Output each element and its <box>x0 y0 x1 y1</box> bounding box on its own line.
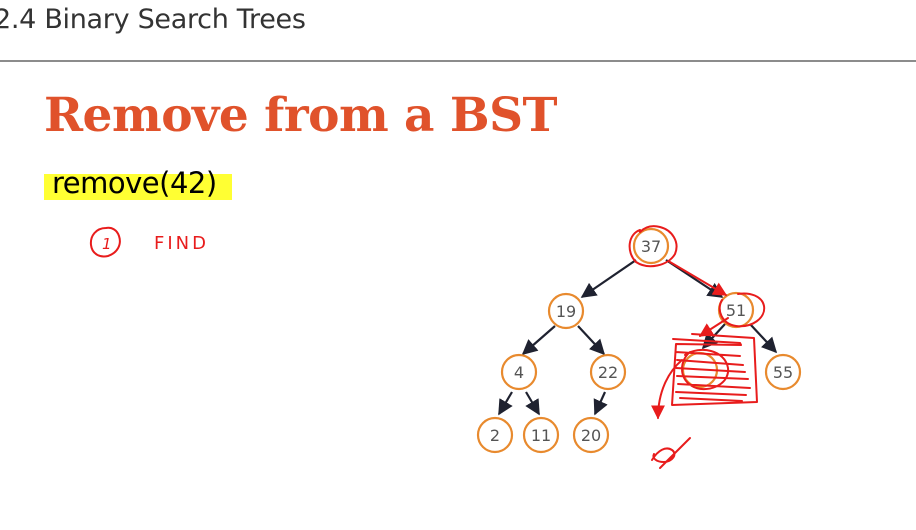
node-label-2: 2 <box>490 426 500 445</box>
ink-arrow-37-51 <box>669 261 728 296</box>
node-label-4: 4 <box>514 363 524 382</box>
node-2 <box>476 416 514 454</box>
page-header: 2.4 Binary Search Trees <box>0 0 916 62</box>
node-19 <box>547 292 585 330</box>
ink-null-mark <box>651 437 691 469</box>
edge-51-55 <box>749 323 778 354</box>
node-label-55: 55 <box>773 363 793 382</box>
node-label-51: 51 <box>726 301 746 320</box>
node-37 <box>632 227 670 265</box>
ink-circle-37 <box>628 225 678 268</box>
node-label-19: 19 <box>556 302 576 321</box>
handwritten-annotation: 1 FIND <box>89 226 209 258</box>
step-number: 1 <box>102 235 112 253</box>
node-label-20: 20 <box>581 426 601 445</box>
node-4 <box>500 353 538 391</box>
edge-19-22 <box>577 325 606 356</box>
ink-arrow-51-42 <box>698 317 729 337</box>
ink-arrow-down <box>651 359 683 420</box>
edge-19-4 <box>521 325 556 356</box>
ink-scribble-box <box>671 333 758 406</box>
node-22 <box>589 353 627 391</box>
node-20 <box>572 416 610 454</box>
step-text: FIND <box>154 233 209 254</box>
edge-37-19 <box>580 259 637 298</box>
edge-22-20 <box>593 391 608 416</box>
slide-title: Remove from a BST <box>44 88 558 143</box>
code-line: remove(42) <box>44 166 232 200</box>
code-text: remove(42) <box>52 166 217 200</box>
header-title: 2.4 Binary Search Trees <box>0 4 306 35</box>
node-label-37: 37 <box>641 237 661 256</box>
node-11 <box>522 416 560 454</box>
code-highlight <box>44 174 232 200</box>
edge-4-2 <box>498 391 513 416</box>
node-55 <box>764 353 802 391</box>
step-circle <box>89 226 121 258</box>
node-label-11: 11 <box>531 426 551 445</box>
edge-4-11 <box>525 391 540 416</box>
node-label-22: 22 <box>598 363 618 382</box>
ink-circle-51 <box>718 292 766 328</box>
